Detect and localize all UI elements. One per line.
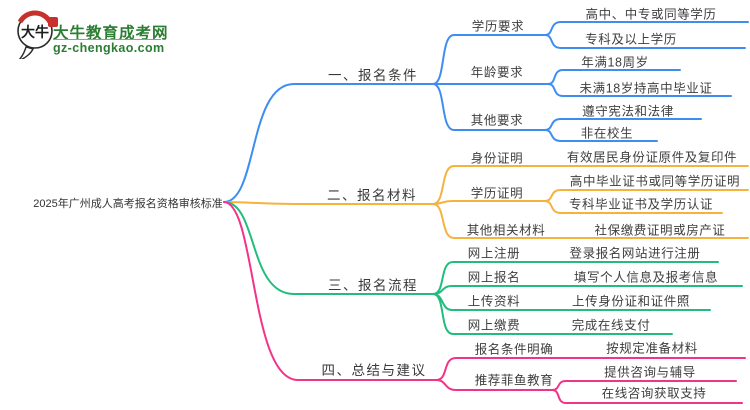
branch3-connectors bbox=[223, 201, 743, 335]
sub-education-requirement: 学历要求 bbox=[471, 19, 525, 34]
branch2-othermat-line bbox=[432, 203, 749, 239]
sub-online-apply: 网上报名 bbox=[467, 270, 521, 285]
branch1-other-line bbox=[432, 83, 546, 131]
sub-upload-materials: 上传资料 bbox=[467, 294, 521, 309]
sub-other-materials: 其他相关材料 bbox=[466, 223, 546, 238]
branch1-age-leaf2-line bbox=[547, 83, 732, 97]
logo-badge-text: 大牛 bbox=[21, 24, 49, 40]
branch4-recommend-leaf2-line bbox=[551, 389, 743, 404]
leaf-college-diploma: 专科毕业证书及学历认证 bbox=[568, 197, 714, 212]
branch1-edu-leaf2-line bbox=[544, 34, 746, 49]
branch-1-conditions: 一、报名条件 bbox=[328, 68, 418, 83]
sub-education-proof: 学历证明 bbox=[470, 186, 524, 201]
branch4-connectors bbox=[223, 201, 746, 404]
leaf-register-website: 登录报名网站进行注册 bbox=[569, 246, 701, 261]
leaf-complete-payment: 完成在线支付 bbox=[571, 318, 651, 333]
leaf-consult-tutoring: 提供咨询与辅导 bbox=[604, 365, 696, 380]
red-arc-icon bbox=[17, 10, 53, 24]
leaf-not-enrolled: 非在校生 bbox=[580, 126, 634, 141]
site-url: gz-chengkao.com bbox=[53, 41, 165, 55]
branch4-clear-line bbox=[435, 357, 746, 381]
branch2-trunk-line bbox=[223, 201, 434, 205]
branch3-trunk-line bbox=[223, 201, 434, 295]
branch-4-summary: 四、总结与建议 bbox=[321, 363, 427, 378]
site-name: 大牛教育成考网 bbox=[53, 25, 169, 42]
branch4-trunk-line bbox=[223, 201, 437, 381]
leaf-online-support: 在线咨询获取支持 bbox=[601, 386, 707, 401]
leaf-highschool-equivalent: 高中、中专或同等学历 bbox=[585, 7, 717, 22]
leaf-fill-info: 填写个人信息及报考信息 bbox=[573, 270, 719, 285]
sub-recommend-feiyu: 推荐菲鱼教育 bbox=[474, 373, 554, 388]
leaf-obey-law: 遵守宪法和法律 bbox=[582, 104, 674, 119]
sub-other-requirement: 其他要求 bbox=[470, 113, 524, 128]
leaf-prepare-materials: 按规定准备材料 bbox=[606, 341, 698, 356]
branch-2-materials: 二、报名材料 bbox=[327, 188, 417, 203]
leaf-under-18-diploma: 未满18岁持高中毕业证 bbox=[579, 81, 713, 96]
sub-conditions-clear: 报名条件明确 bbox=[474, 342, 554, 357]
branch3-pay-line bbox=[432, 293, 673, 335]
logo-divider bbox=[53, 38, 161, 40]
branch2-connectors bbox=[223, 165, 749, 239]
sub-online-register: 网上注册 bbox=[467, 246, 521, 261]
sub-age-requirement: 年龄要求 bbox=[470, 65, 524, 80]
leaf-college-above: 专科及以上学历 bbox=[585, 32, 677, 47]
branch2-identity-line bbox=[432, 165, 749, 205]
branch1-trunk-line bbox=[223, 83, 549, 203]
branch1-edu-line bbox=[432, 34, 546, 85]
leaf-id-card: 有效居民身份证原件及复印件 bbox=[566, 150, 738, 165]
branch1-other-leaf2-line bbox=[544, 129, 658, 142]
leaf-social-security: 社保缴费证明或房产证 bbox=[594, 223, 726, 238]
leaf-upload-id-photo: 上传身份证和证件照 bbox=[572, 294, 690, 309]
red-seal-icon bbox=[48, 17, 58, 27]
bubble-tail bbox=[18, 46, 35, 59]
branch-3-process: 三、报名流程 bbox=[328, 278, 418, 293]
root-node: 2025年广州成人高考报名资格审核标准 bbox=[33, 198, 223, 210]
branch1-connectors bbox=[223, 21, 749, 203]
leaf-highschool-diploma: 高中毕业证书或同等学历证明 bbox=[569, 174, 741, 189]
logo-bubble-icon: 大牛 bbox=[17, 10, 58, 59]
leaf-age-18: 年满18周岁 bbox=[581, 55, 649, 70]
sub-online-payment: 网上缴费 bbox=[467, 318, 521, 333]
branch4-recommend-line bbox=[435, 379, 553, 391]
branch2-eduproof-leaf2-line bbox=[544, 200, 723, 214]
sub-identity-proof: 身份证明 bbox=[470, 151, 524, 166]
